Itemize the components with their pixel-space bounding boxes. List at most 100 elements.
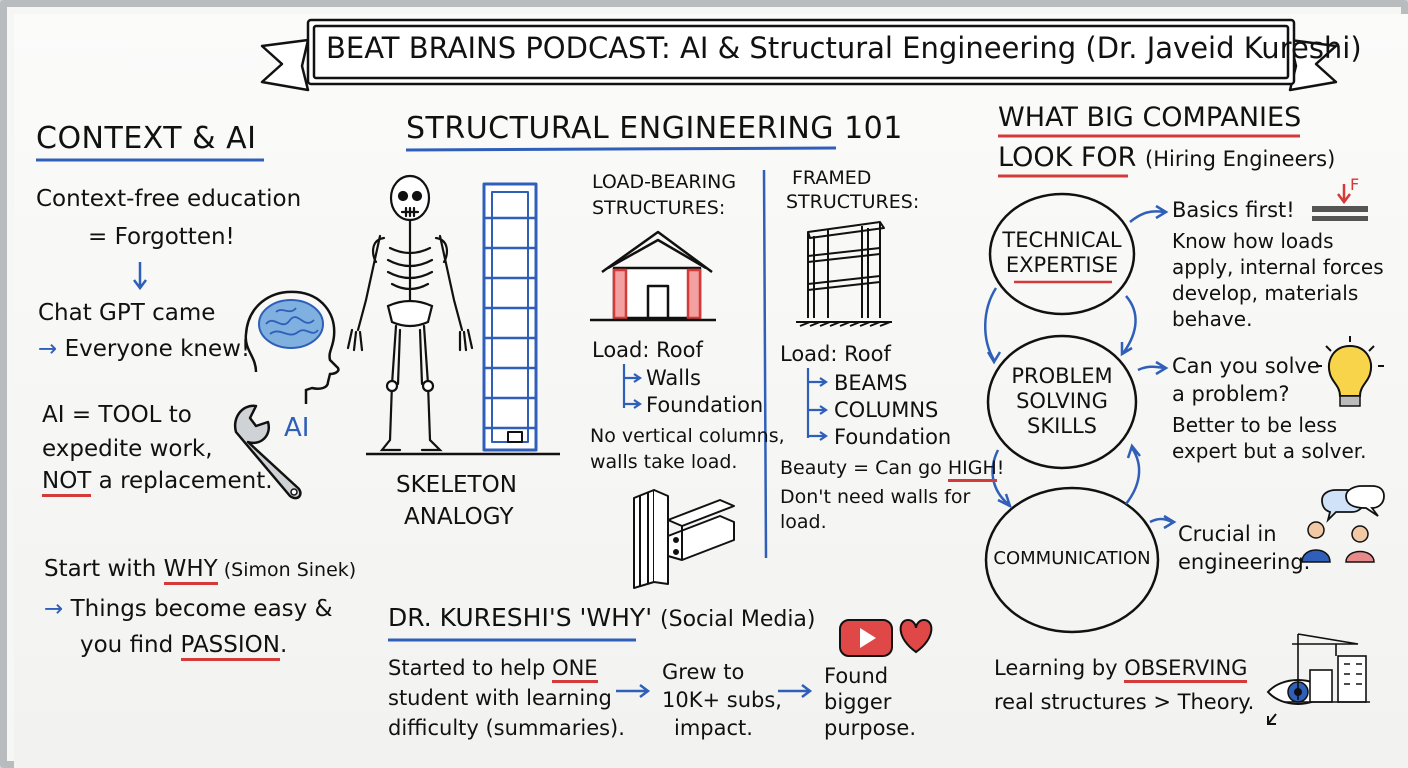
ai-line1: AI = TOOL to	[42, 402, 192, 428]
fr-note3: load.	[780, 511, 827, 533]
why-flow-arrows	[616, 684, 813, 698]
why-col2-line1: Grew to	[662, 660, 745, 684]
basics-line: Basics first!	[1172, 198, 1295, 222]
solve-line3: Better to be less	[1172, 413, 1338, 437]
know-line3: develop, materials	[1172, 281, 1359, 305]
heart-icon	[899, 618, 933, 654]
solve-line2: a problem?	[1172, 382, 1290, 406]
observing-word: OBSERVING	[1124, 656, 1248, 683]
page-title: BEAT BRAINS PODCAST: AI & Structural Eng…	[326, 31, 1362, 65]
ai-not-word: NOT	[42, 468, 92, 497]
why-col1-line1: Started to help ONE	[388, 656, 598, 683]
context-heading: CONTEXT & AI	[36, 121, 257, 156]
lb-title2: STRUCTURES:	[592, 197, 726, 219]
companies-heading2-text: LOOK FOR	[998, 142, 1137, 173]
why-word: WHY	[163, 556, 218, 585]
fr-beams: BEAMS	[834, 371, 908, 395]
frame-structure-icon	[796, 221, 892, 327]
wrench-icon	[233, 404, 302, 500]
ai-line2: expedite work,	[42, 436, 213, 462]
why-col3-line2: bigger	[824, 690, 892, 714]
observe-line1: Learning by OBSERVING	[994, 656, 1248, 683]
whiteboard-surface	[14, 14, 1408, 768]
chatgpt-line1: Chat GPT came	[38, 300, 216, 326]
skill-circles	[984, 192, 1160, 634]
fr-title1: FRAMED	[792, 167, 872, 189]
ai-label: AI	[284, 413, 310, 443]
high-word: HIGH	[947, 457, 997, 482]
one-word: ONE	[552, 656, 598, 683]
skeleton-icon	[346, 174, 474, 452]
why-col1-pre: Started to help	[388, 656, 553, 680]
why-col3-line1: Found	[824, 664, 889, 688]
problem-line2: SOLVING	[1016, 389, 1108, 414]
cycle-arrows	[984, 204, 1177, 530]
problem-line3: SKILLS	[1026, 414, 1098, 439]
brain-head-icon	[244, 290, 340, 404]
observe-pre: Learning by	[994, 656, 1125, 680]
skeleton-label1: SKELETON	[396, 472, 517, 498]
why-col3-line3: purpose.	[824, 716, 916, 740]
easy-line2-post: .	[279, 632, 288, 658]
communication-label: COMMUNICATION	[993, 548, 1151, 569]
structural-heading: STRUCTURAL ENGINEERING 101	[406, 111, 903, 146]
easy-line2: you find PASSION.	[80, 632, 288, 661]
force-label: F	[1350, 175, 1360, 194]
companies-heading2-sub: (Hiring Engineers)	[1145, 147, 1336, 171]
lb-tree-arrows	[622, 364, 642, 409]
companies-heading1: WHAT BIG COMPANIES	[998, 102, 1302, 133]
crucial-line1: Crucial in	[1178, 522, 1277, 546]
observe-line2: real structures > Theory.	[994, 690, 1255, 714]
fr-note2: Don't need walls for	[780, 486, 971, 508]
right-arrow-icon: →	[38, 336, 65, 362]
why-col2-line3: impact.	[674, 716, 753, 740]
lb-title1: LOAD-BEARING	[592, 171, 737, 193]
force-beam-icon	[1312, 184, 1368, 221]
crucial-line2: engineering.	[1178, 550, 1311, 574]
fr-note1-pre: Beauty = Can go	[780, 457, 948, 479]
fr-columns: COLUMNS	[834, 398, 939, 422]
lb-load: Load: Roof	[592, 338, 703, 362]
context-line1: Context-free education	[36, 186, 302, 212]
why-post: (Simon Sinek)	[217, 559, 357, 581]
fr-foundation: Foundation	[834, 425, 952, 449]
lb-foundation: Foundation	[646, 393, 764, 417]
youtube-icon	[839, 619, 893, 657]
companies-heading2: LOOK FOR (Hiring Engineers)	[998, 142, 1335, 173]
right-arrow-icon: →	[44, 596, 71, 622]
fr-note1-post: !	[996, 457, 1005, 479]
lb-note2: walls take load.	[590, 451, 738, 473]
problem-line1: PROBLEM	[1011, 364, 1113, 388]
i-beam-icon	[633, 489, 735, 589]
easy-line1: → Things become easy &	[44, 596, 333, 622]
house-icon	[590, 230, 716, 322]
why-line: Start with WHY (Simon Sinek)	[44, 556, 357, 585]
why-heading-text: DR. KURESHI'S 'WHY'	[388, 603, 653, 632]
lb-walls: Walls	[646, 366, 701, 390]
people-talking-icon	[1301, 485, 1385, 563]
why-heading-sub: (Social Media)	[660, 607, 816, 632]
why-heading: DR. KURESHI'S 'WHY' (Social Media)	[388, 603, 816, 633]
know-line2: apply, internal forces	[1172, 255, 1384, 279]
why-col1-line3: difficulty (summaries).	[388, 716, 625, 740]
why-pre: Start with	[44, 556, 164, 582]
fr-tree-arrows	[806, 368, 828, 441]
know-line1: Know how loads	[1172, 229, 1334, 253]
context-line2: = Forgotten!	[88, 224, 235, 250]
easy-line2-pre: you find	[80, 632, 181, 658]
skeleton-label2: ANALOGY	[404, 504, 514, 530]
ai-line3-rest: a replacement.	[91, 468, 273, 494]
passion-word: PASSION	[180, 632, 280, 661]
chatgpt-line2: → Everyone knew!	[38, 336, 250, 362]
ladder-column-icon	[366, 182, 560, 456]
solve-line1: Can you solve	[1172, 354, 1320, 378]
solve-line4: expert but a solver.	[1172, 439, 1367, 463]
technical-line1: TECHNICAL	[1002, 228, 1122, 252]
title-banner	[260, 18, 1338, 92]
why-col2-line2: 10K+ subs,	[662, 688, 782, 712]
lb-note1: No vertical columns,	[590, 425, 785, 447]
